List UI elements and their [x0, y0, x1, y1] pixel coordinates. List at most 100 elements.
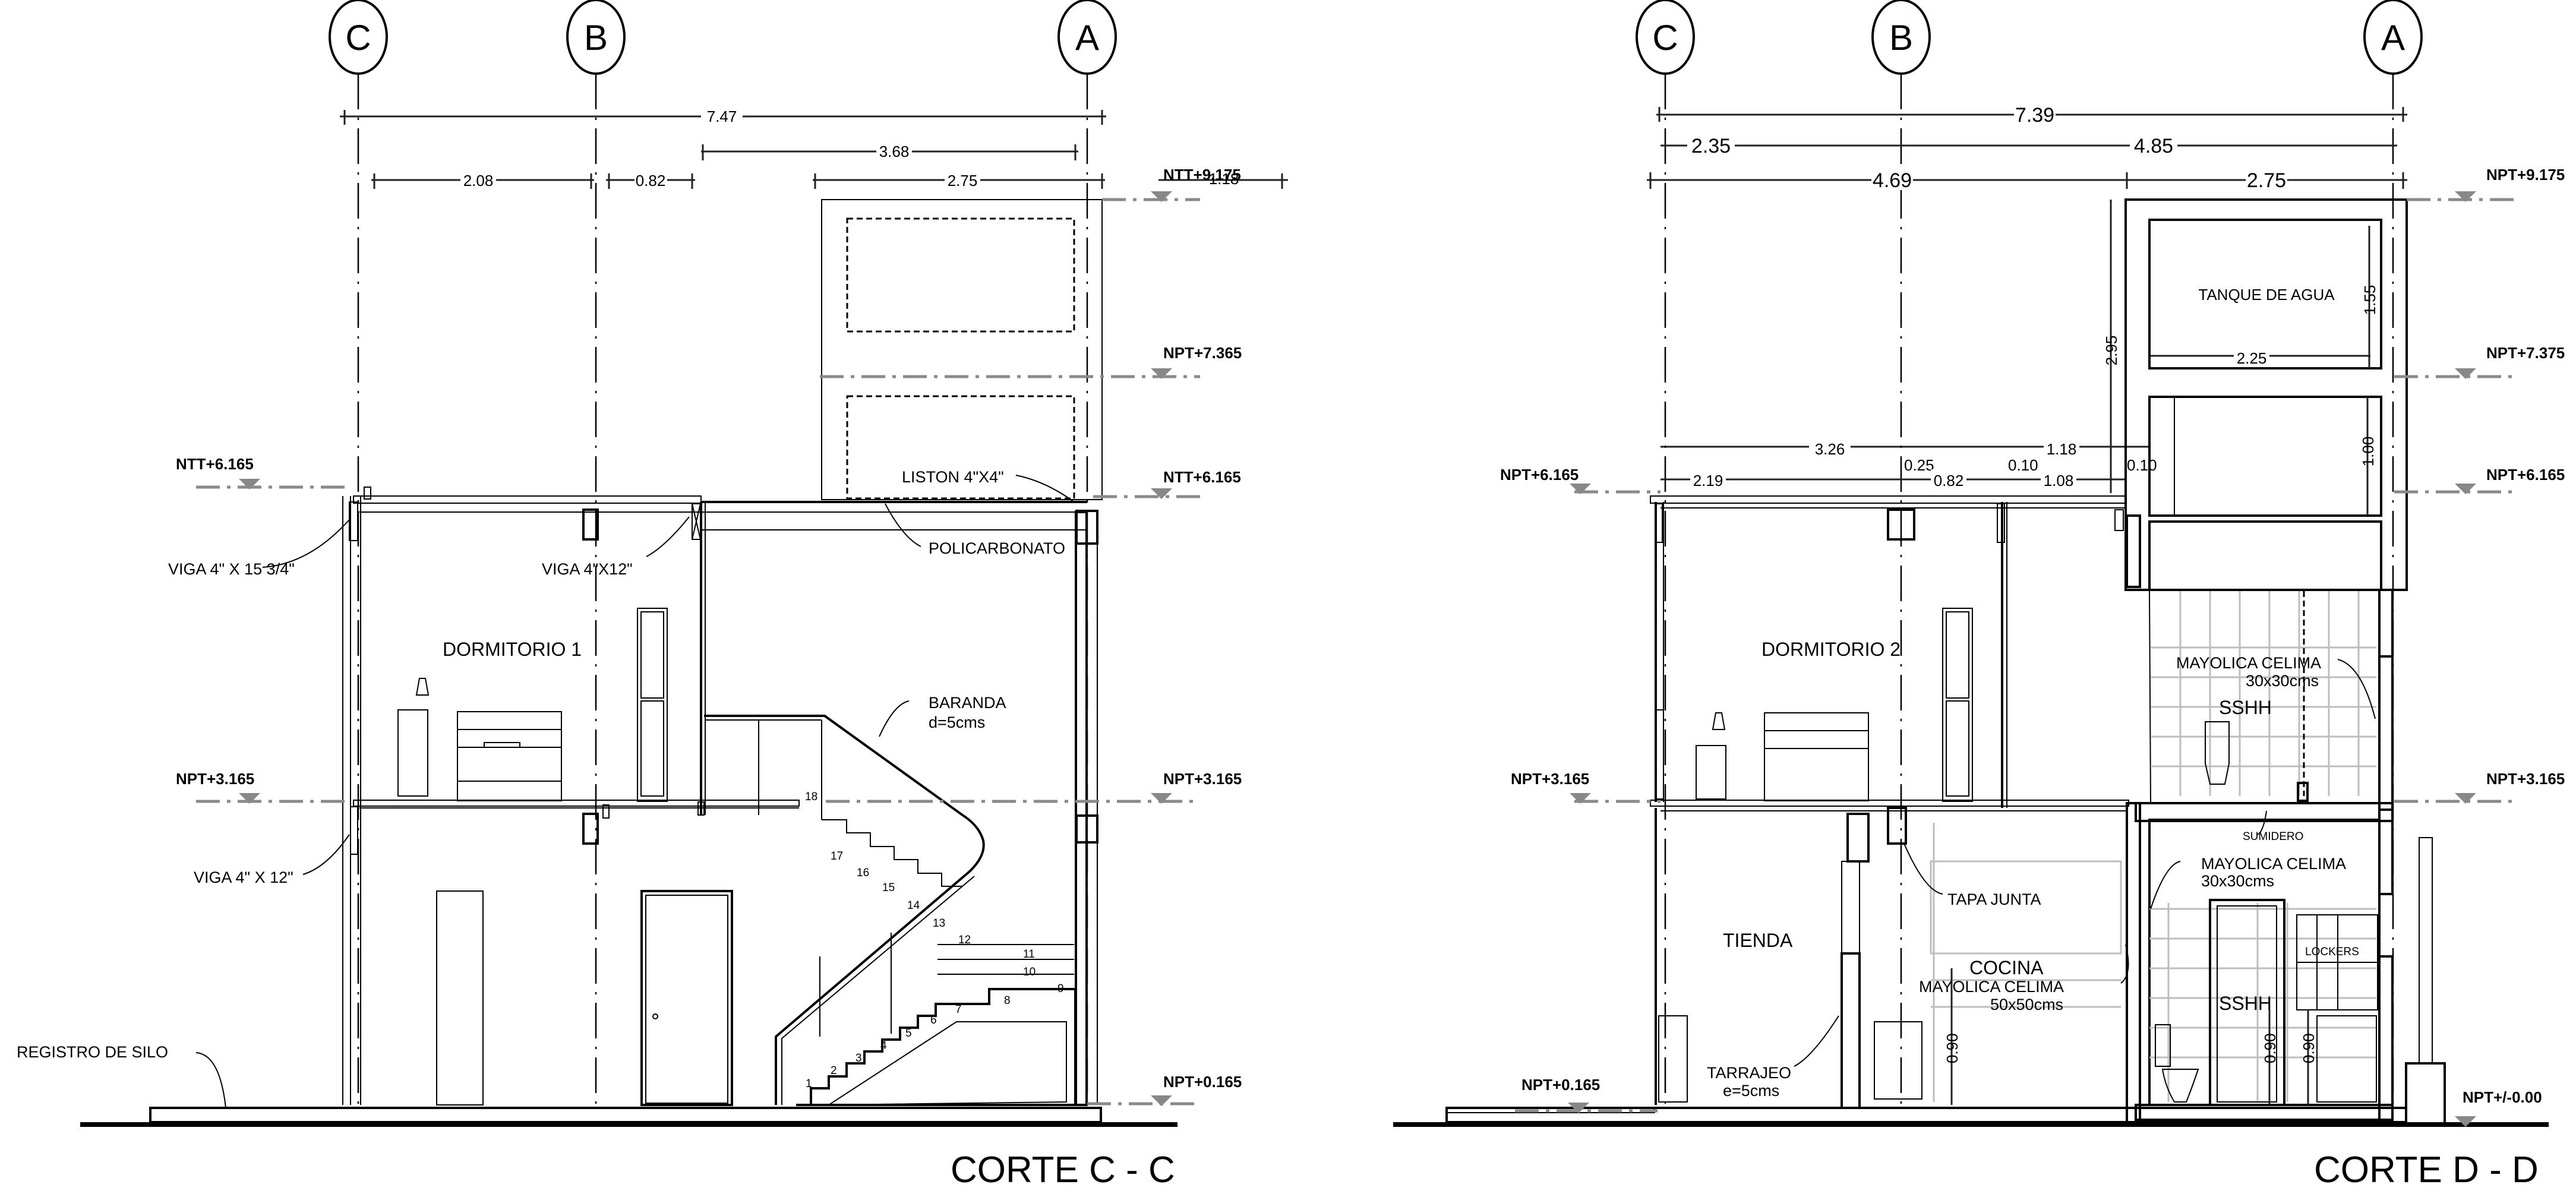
level-labels-d: NPT+9.175 NPT+7.375 NPT+6.165 NPT+3.165 …	[1500, 166, 2565, 1106]
svg-text:MAYOLICA CELIMA: MAYOLICA CELIMA	[2176, 654, 2321, 672]
dimension-chain-d: 7.39 2.35 4.85 4.69 2.75	[1647, 104, 2407, 192]
svg-text:6: 6	[930, 1014, 937, 1027]
svg-text:NPT+0.165: NPT+0.165	[1163, 1073, 1242, 1091]
upper-floor-d: DORMITORIO 2	[1655, 502, 2007, 808]
svg-text:7.39: 7.39	[2015, 104, 2054, 127]
svg-text:MAYOLICA CELIMA: MAYOLICA CELIMA	[1919, 978, 2064, 996]
svg-text:0.10: 0.10	[2008, 456, 2038, 474]
room-label-cocina: COCINA	[1969, 957, 2044, 978]
roof-dimension-chain: 3.26 1.18 2.19 0.25 0.82 0.10 1.08 0.10	[1660, 435, 2157, 490]
svg-text:NPT+3.165: NPT+3.165	[176, 770, 254, 788]
svg-text:18: 18	[805, 791, 817, 803]
svg-text:VIGA 4"X12": VIGA 4"X12"	[542, 560, 633, 578]
section-title-d-d: CORTE D - D	[2314, 1149, 2539, 1190]
mid-slab	[353, 800, 800, 845]
room-label-sshh-upper: SSHH	[2219, 697, 2272, 718]
svg-text:NPT+3.165: NPT+3.165	[2486, 770, 2565, 788]
svg-text:NPT+6.165: NPT+6.165	[1500, 466, 1579, 484]
svg-text:17: 17	[831, 850, 843, 863]
svg-text:3: 3	[855, 1052, 862, 1065]
svg-text:NPT+7.375: NPT+7.375	[2486, 344, 2565, 362]
svg-text:NTT+6.165: NTT+6.165	[1163, 468, 1241, 486]
svg-text:TAPA JUNTA: TAPA JUNTA	[1947, 890, 2041, 908]
svg-text:1: 1	[806, 1078, 812, 1090]
section-title-c-c: CORTE C - C	[951, 1149, 1175, 1190]
stair: 1 2 3 4 5 6 7 8 9 10 11 12 13 14 15 16 1…	[704, 715, 1077, 1106]
lower-bathroom-d: 0.90 0.90	[2148, 819, 2381, 1106]
svg-text:30x30cms: 30x30cms	[2246, 672, 2319, 690]
svg-text:NTT+9.175: NTT+9.175	[1163, 166, 1241, 184]
svg-text:2.25: 2.25	[2237, 349, 2267, 367]
svg-text:2: 2	[831, 1065, 837, 1077]
svg-text:1.08: 1.08	[2044, 472, 2074, 489]
svg-text:C: C	[1652, 18, 1678, 58]
svg-text:B: B	[1889, 18, 1913, 58]
svg-text:4: 4	[880, 1040, 887, 1052]
svg-text:d=5cms: d=5cms	[929, 713, 985, 731]
right-wall	[1075, 510, 1098, 1106]
svg-text:2.19: 2.19	[1693, 472, 1723, 489]
svg-text:2.75: 2.75	[948, 172, 978, 190]
level-lines-c	[196, 191, 1200, 1106]
svg-text:10: 10	[1023, 966, 1036, 978]
svg-text:9: 9	[1057, 983, 1064, 995]
svg-text:0.90: 0.90	[2300, 1033, 2318, 1063]
upper-bathroom-tiles	[2149, 590, 2376, 803]
svg-text:NPT+0.165: NPT+0.165	[1521, 1076, 1600, 1094]
roof-slab	[353, 487, 1087, 541]
svg-text:1.00: 1.00	[2359, 437, 2377, 467]
svg-text:1.55: 1.55	[2361, 285, 2379, 315]
svg-text:VIGA 4" X 12": VIGA 4" X 12"	[194, 868, 293, 886]
section-c-c: C B A 7.47 3.68 2.08	[17, 0, 1288, 1190]
svg-text:15: 15	[882, 882, 895, 894]
level-lines-d	[1515, 191, 2519, 1127]
svg-text:0.82: 0.82	[636, 172, 666, 190]
grid-axis-c: C	[329, 0, 388, 1111]
ground-slab-c	[80, 1107, 1177, 1127]
svg-text:REGISTRO DE SILO: REGISTRO DE SILO	[17, 1043, 168, 1061]
svg-text:14: 14	[907, 899, 920, 912]
room-label-dormitorio-2: DORMITORIO 2	[1761, 639, 1901, 660]
svg-text:NTT+6.165: NTT+6.165	[176, 455, 254, 473]
svg-text:NPT+/-0.00: NPT+/-0.00	[2463, 1088, 2542, 1106]
annotations-d: MAYOLICA CELIMA 30x30cms SSHH SUMIDERO M…	[1707, 654, 2376, 1100]
mid-slab-d	[1650, 800, 2129, 863]
svg-text:NPT+6.165: NPT+6.165	[2486, 466, 2565, 484]
svg-text:2.95: 2.95	[2103, 336, 2120, 366]
svg-text:SUMIDERO: SUMIDERO	[2243, 830, 2303, 843]
svg-text:7.47: 7.47	[707, 108, 737, 125]
svg-text:MAYOLICA CELIMA: MAYOLICA CELIMA	[2201, 855, 2346, 873]
svg-text:11: 11	[1023, 948, 1035, 961]
annotations-c: DORMITORIO 1 VIGA 4" X 15 3/4" VIGA 4"X1…	[17, 468, 1075, 1108]
svg-text:1.18: 1.18	[2047, 440, 2077, 458]
svg-text:30x30cms: 30x30cms	[2201, 872, 2274, 890]
room-label-tienda: TIENDA	[1723, 930, 1793, 951]
tower-d: TANQUE DE AGUA 2.25 1.55 1.00 2.95	[2103, 198, 2408, 591]
svg-text:7: 7	[955, 1003, 962, 1016]
svg-text:B: B	[584, 18, 608, 58]
svg-text:1.18: 1.18	[1209, 170, 1239, 188]
svg-text:TARRAJEO: TARRAJEO	[1707, 1064, 1791, 1082]
svg-text:A: A	[1075, 18, 1099, 58]
svg-text:VIGA 4" X 15 3/4": VIGA 4" X 15 3/4"	[168, 560, 295, 578]
svg-text:POLICARBONATO: POLICARBONATO	[929, 539, 1065, 557]
exterior-right-d	[2405, 837, 2446, 1126]
svg-text:0.90: 0.90	[1943, 1033, 1961, 1063]
svg-text:50x50cms: 50x50cms	[1990, 996, 2063, 1013]
svg-text:NPT+3.165: NPT+3.165	[1163, 770, 1242, 788]
svg-text:0.90: 0.90	[2261, 1033, 2279, 1063]
room-label-sshh-lower: SSHH	[2219, 993, 2272, 1014]
grid-axis-a-right: A	[2363, 0, 2423, 1111]
svg-text:4.85: 4.85	[2134, 135, 2173, 157]
ground-floor-doors	[436, 890, 733, 1106]
room-label-tanque: TANQUE DE AGUA	[2198, 286, 2335, 304]
tower-structure	[821, 199, 1103, 500]
svg-text:NPT+9.175: NPT+9.175	[2486, 166, 2565, 184]
svg-text:8: 8	[1004, 994, 1011, 1007]
bedroom-furniture	[397, 608, 668, 802]
svg-text:0.25: 0.25	[1904, 456, 1934, 474]
svg-text:13: 13	[933, 917, 945, 930]
svg-text:3.26: 3.26	[1815, 440, 1845, 458]
roof-slab-d	[1650, 495, 2126, 543]
